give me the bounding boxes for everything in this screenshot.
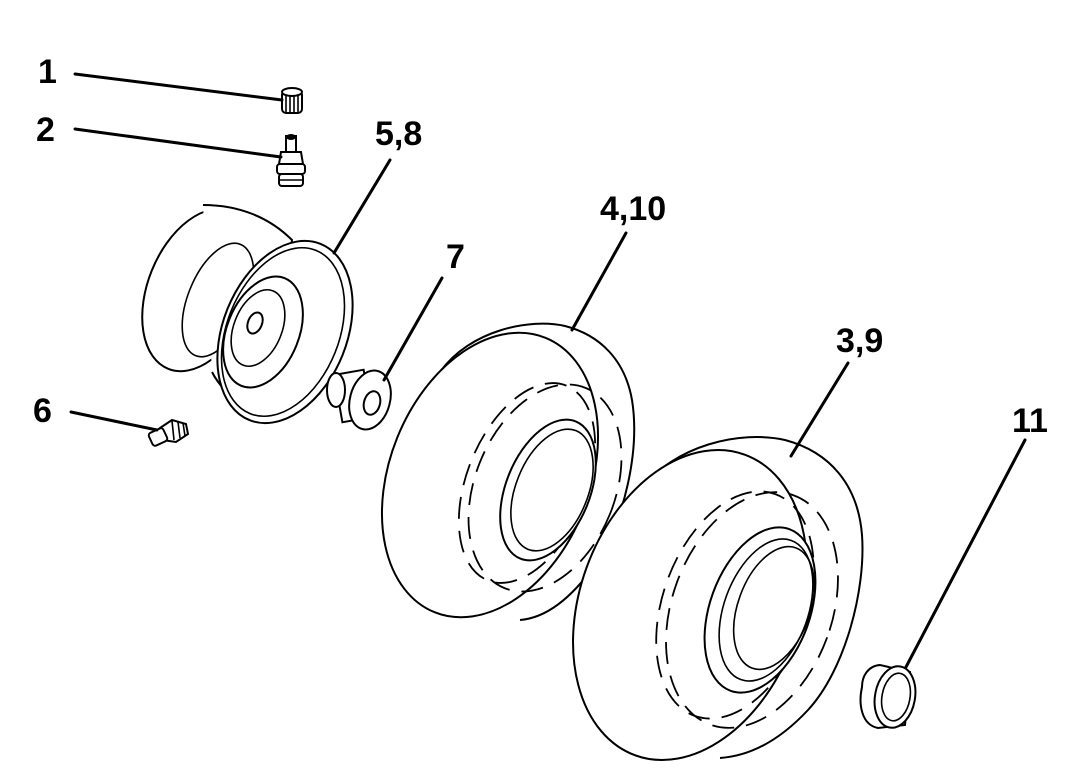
grease-fitting bbox=[147, 418, 190, 447]
label-2: 2 bbox=[36, 111, 55, 149]
leader-3-9 bbox=[789, 361, 850, 458]
label-11: 11 bbox=[1012, 402, 1048, 440]
leader-6 bbox=[69, 410, 159, 432]
label-5-8: 5,8 bbox=[375, 115, 422, 153]
label-7: 7 bbox=[446, 238, 465, 276]
leader-5-8 bbox=[332, 158, 392, 255]
hub-cap bbox=[859, 663, 917, 730]
front-tire bbox=[380, 322, 636, 621]
valve-cap bbox=[281, 87, 303, 114]
label-1: 1 bbox=[38, 53, 57, 91]
leader-7 bbox=[382, 276, 444, 382]
label-4-10: 4,10 bbox=[600, 190, 666, 228]
label-3-9: 3,9 bbox=[836, 322, 883, 360]
callout-labels: 1 2 5,8 6 7 4,10 3,9 11 bbox=[33, 53, 1048, 440]
bushing bbox=[326, 368, 392, 431]
leader-lines bbox=[69, 72, 1027, 669]
leader-1 bbox=[73, 72, 284, 102]
label-6: 6 bbox=[33, 392, 52, 430]
leader-11 bbox=[904, 438, 1027, 669]
rear-tire bbox=[572, 436, 864, 761]
leader-4-10 bbox=[570, 231, 628, 332]
leader-2 bbox=[73, 127, 283, 159]
wheel-rim bbox=[141, 204, 354, 425]
valve-stem bbox=[276, 134, 306, 187]
